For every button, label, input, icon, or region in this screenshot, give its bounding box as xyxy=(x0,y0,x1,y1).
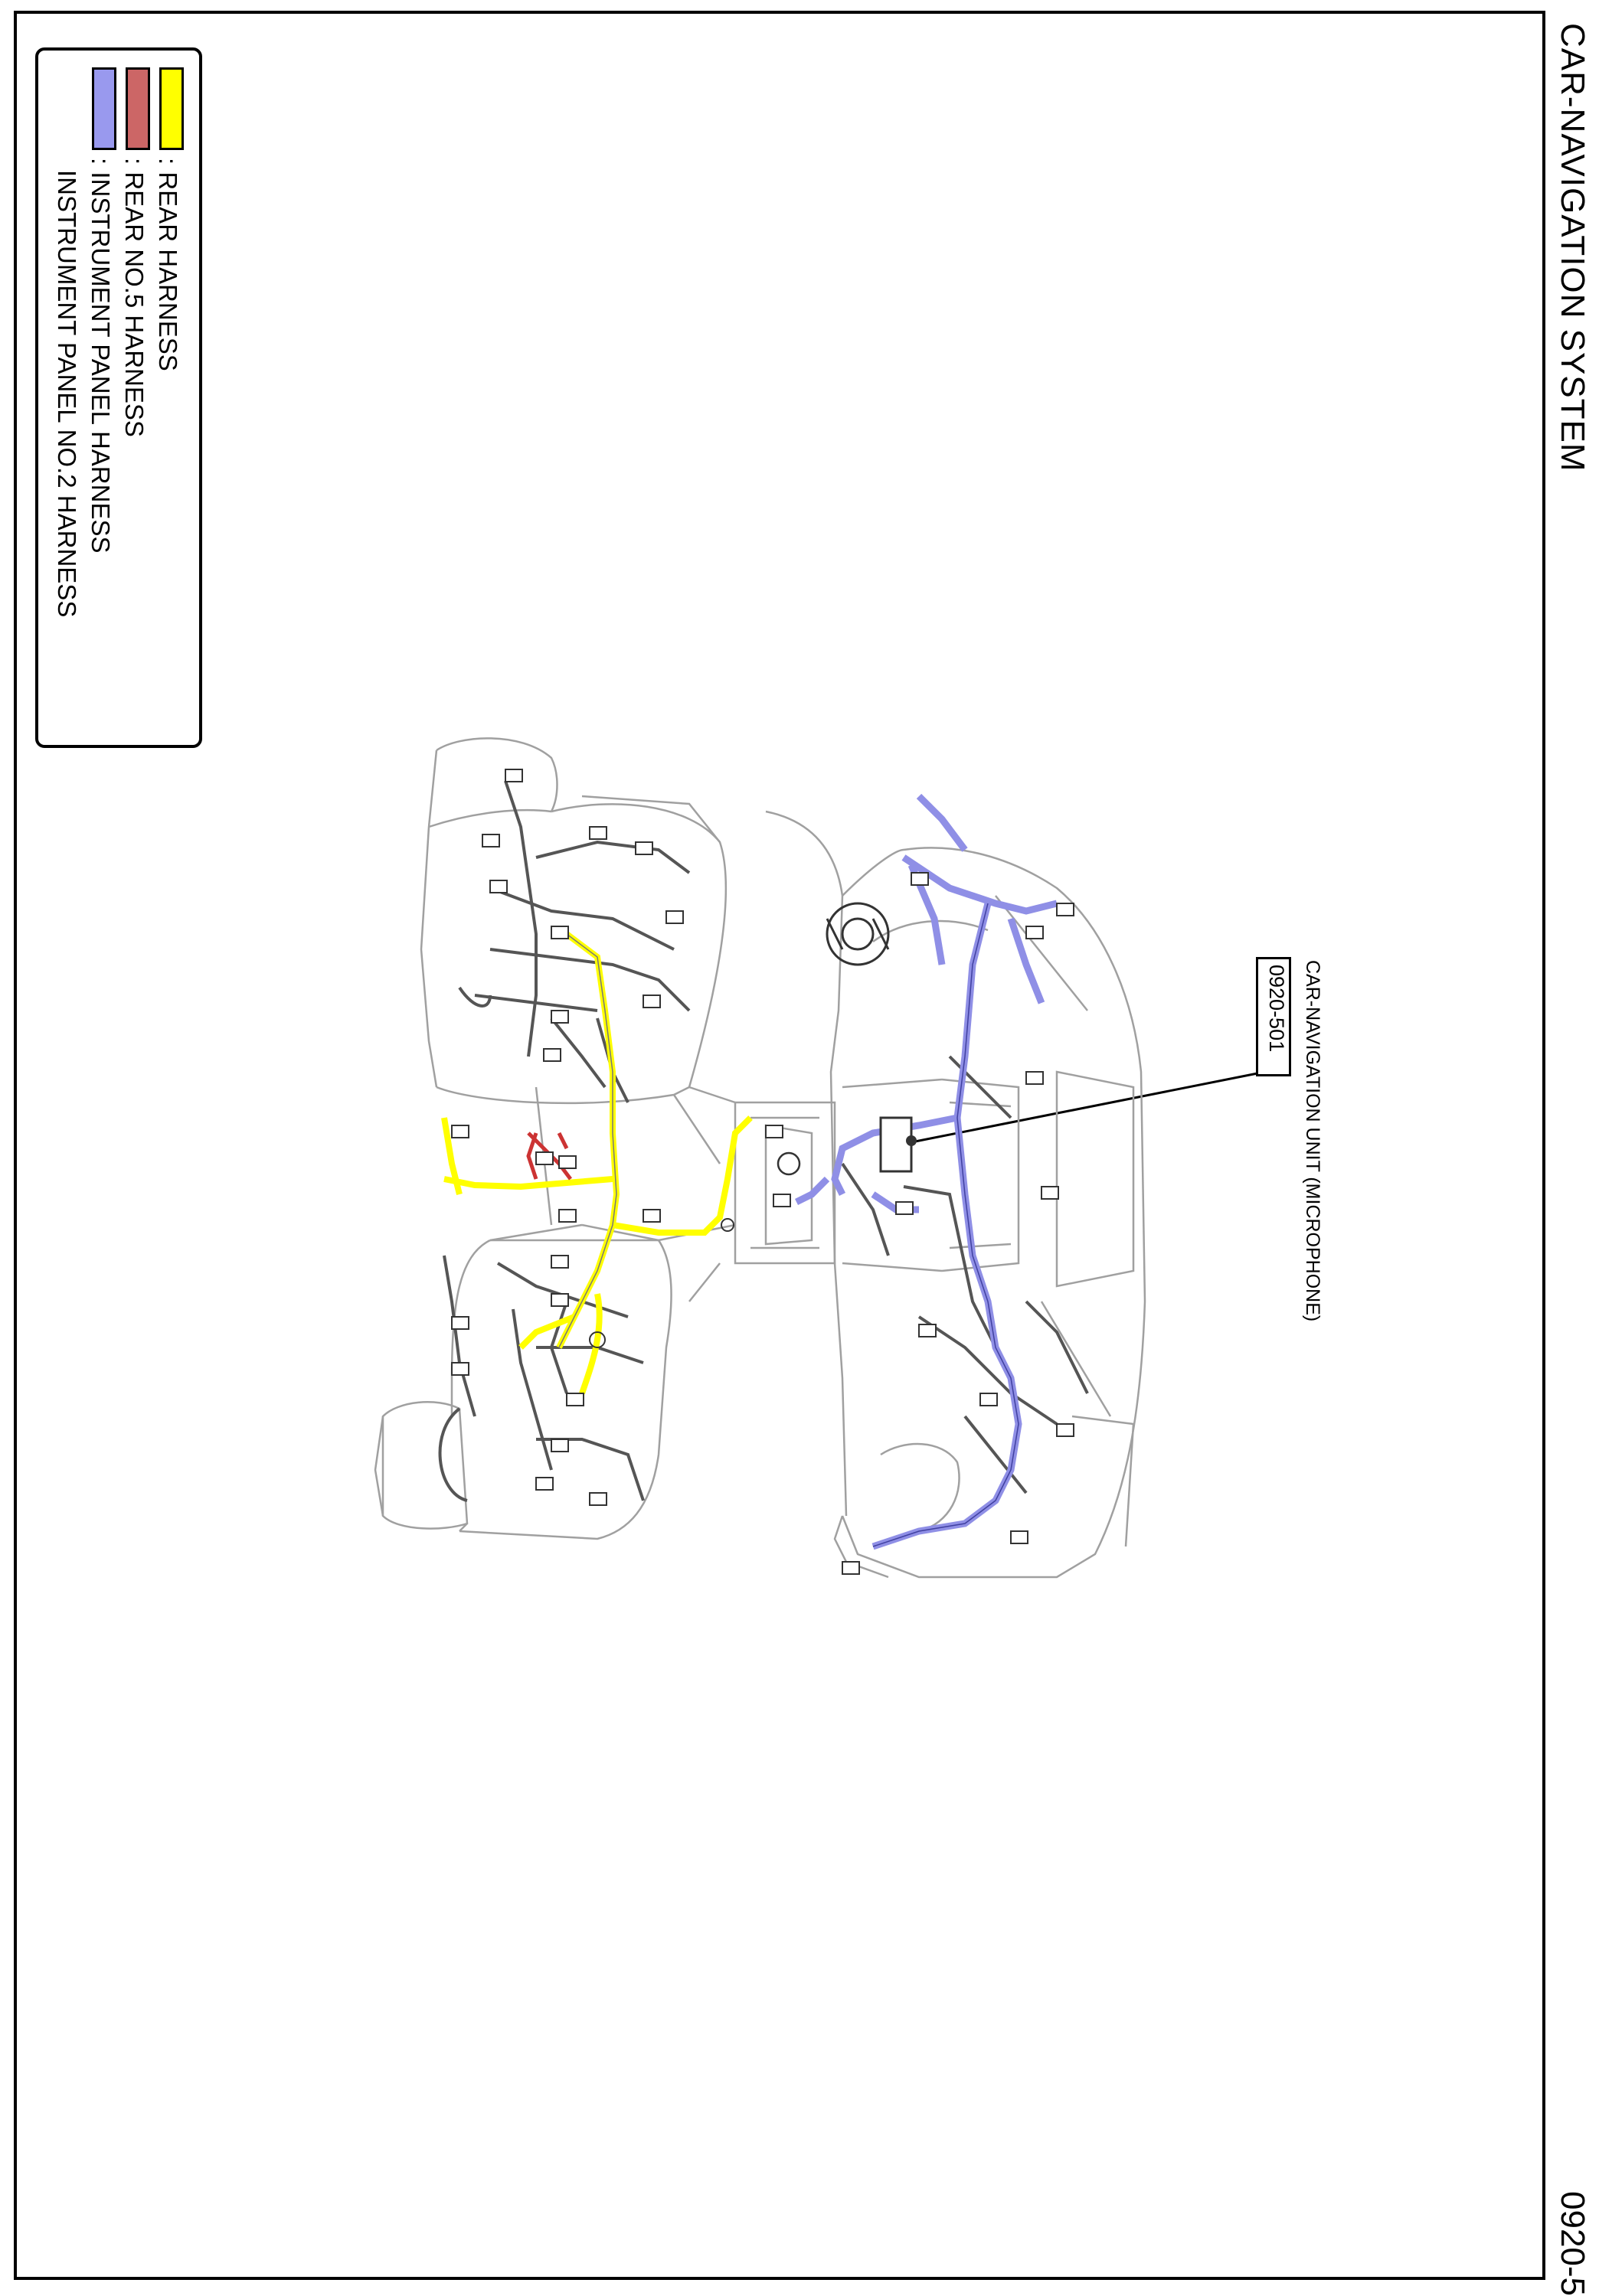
rear-harness-wiring xyxy=(441,931,753,1395)
callout-leader-line xyxy=(911,1072,1258,1144)
microphone-connector xyxy=(906,1135,917,1146)
connectors xyxy=(451,769,1074,1575)
legend-swatch-instrument-panel-harness xyxy=(92,67,116,150)
rear-harness-outline xyxy=(558,933,617,1348)
steering-column xyxy=(826,902,890,966)
legend-swatch-rear-no5-harness xyxy=(126,67,150,150)
legend-swatch-rear-harness xyxy=(159,67,184,150)
body-outline xyxy=(374,737,1146,1579)
connector-code-box xyxy=(1256,957,1291,1076)
navigation-unit xyxy=(879,1116,913,1173)
page-frame xyxy=(14,11,1545,2280)
seat-bolt xyxy=(589,1331,606,1348)
harness-legend xyxy=(35,47,202,748)
console-knob-1 xyxy=(777,1151,801,1176)
console-knob-2 xyxy=(721,1218,734,1232)
instrument-panel-harness-outline xyxy=(872,903,1019,1547)
